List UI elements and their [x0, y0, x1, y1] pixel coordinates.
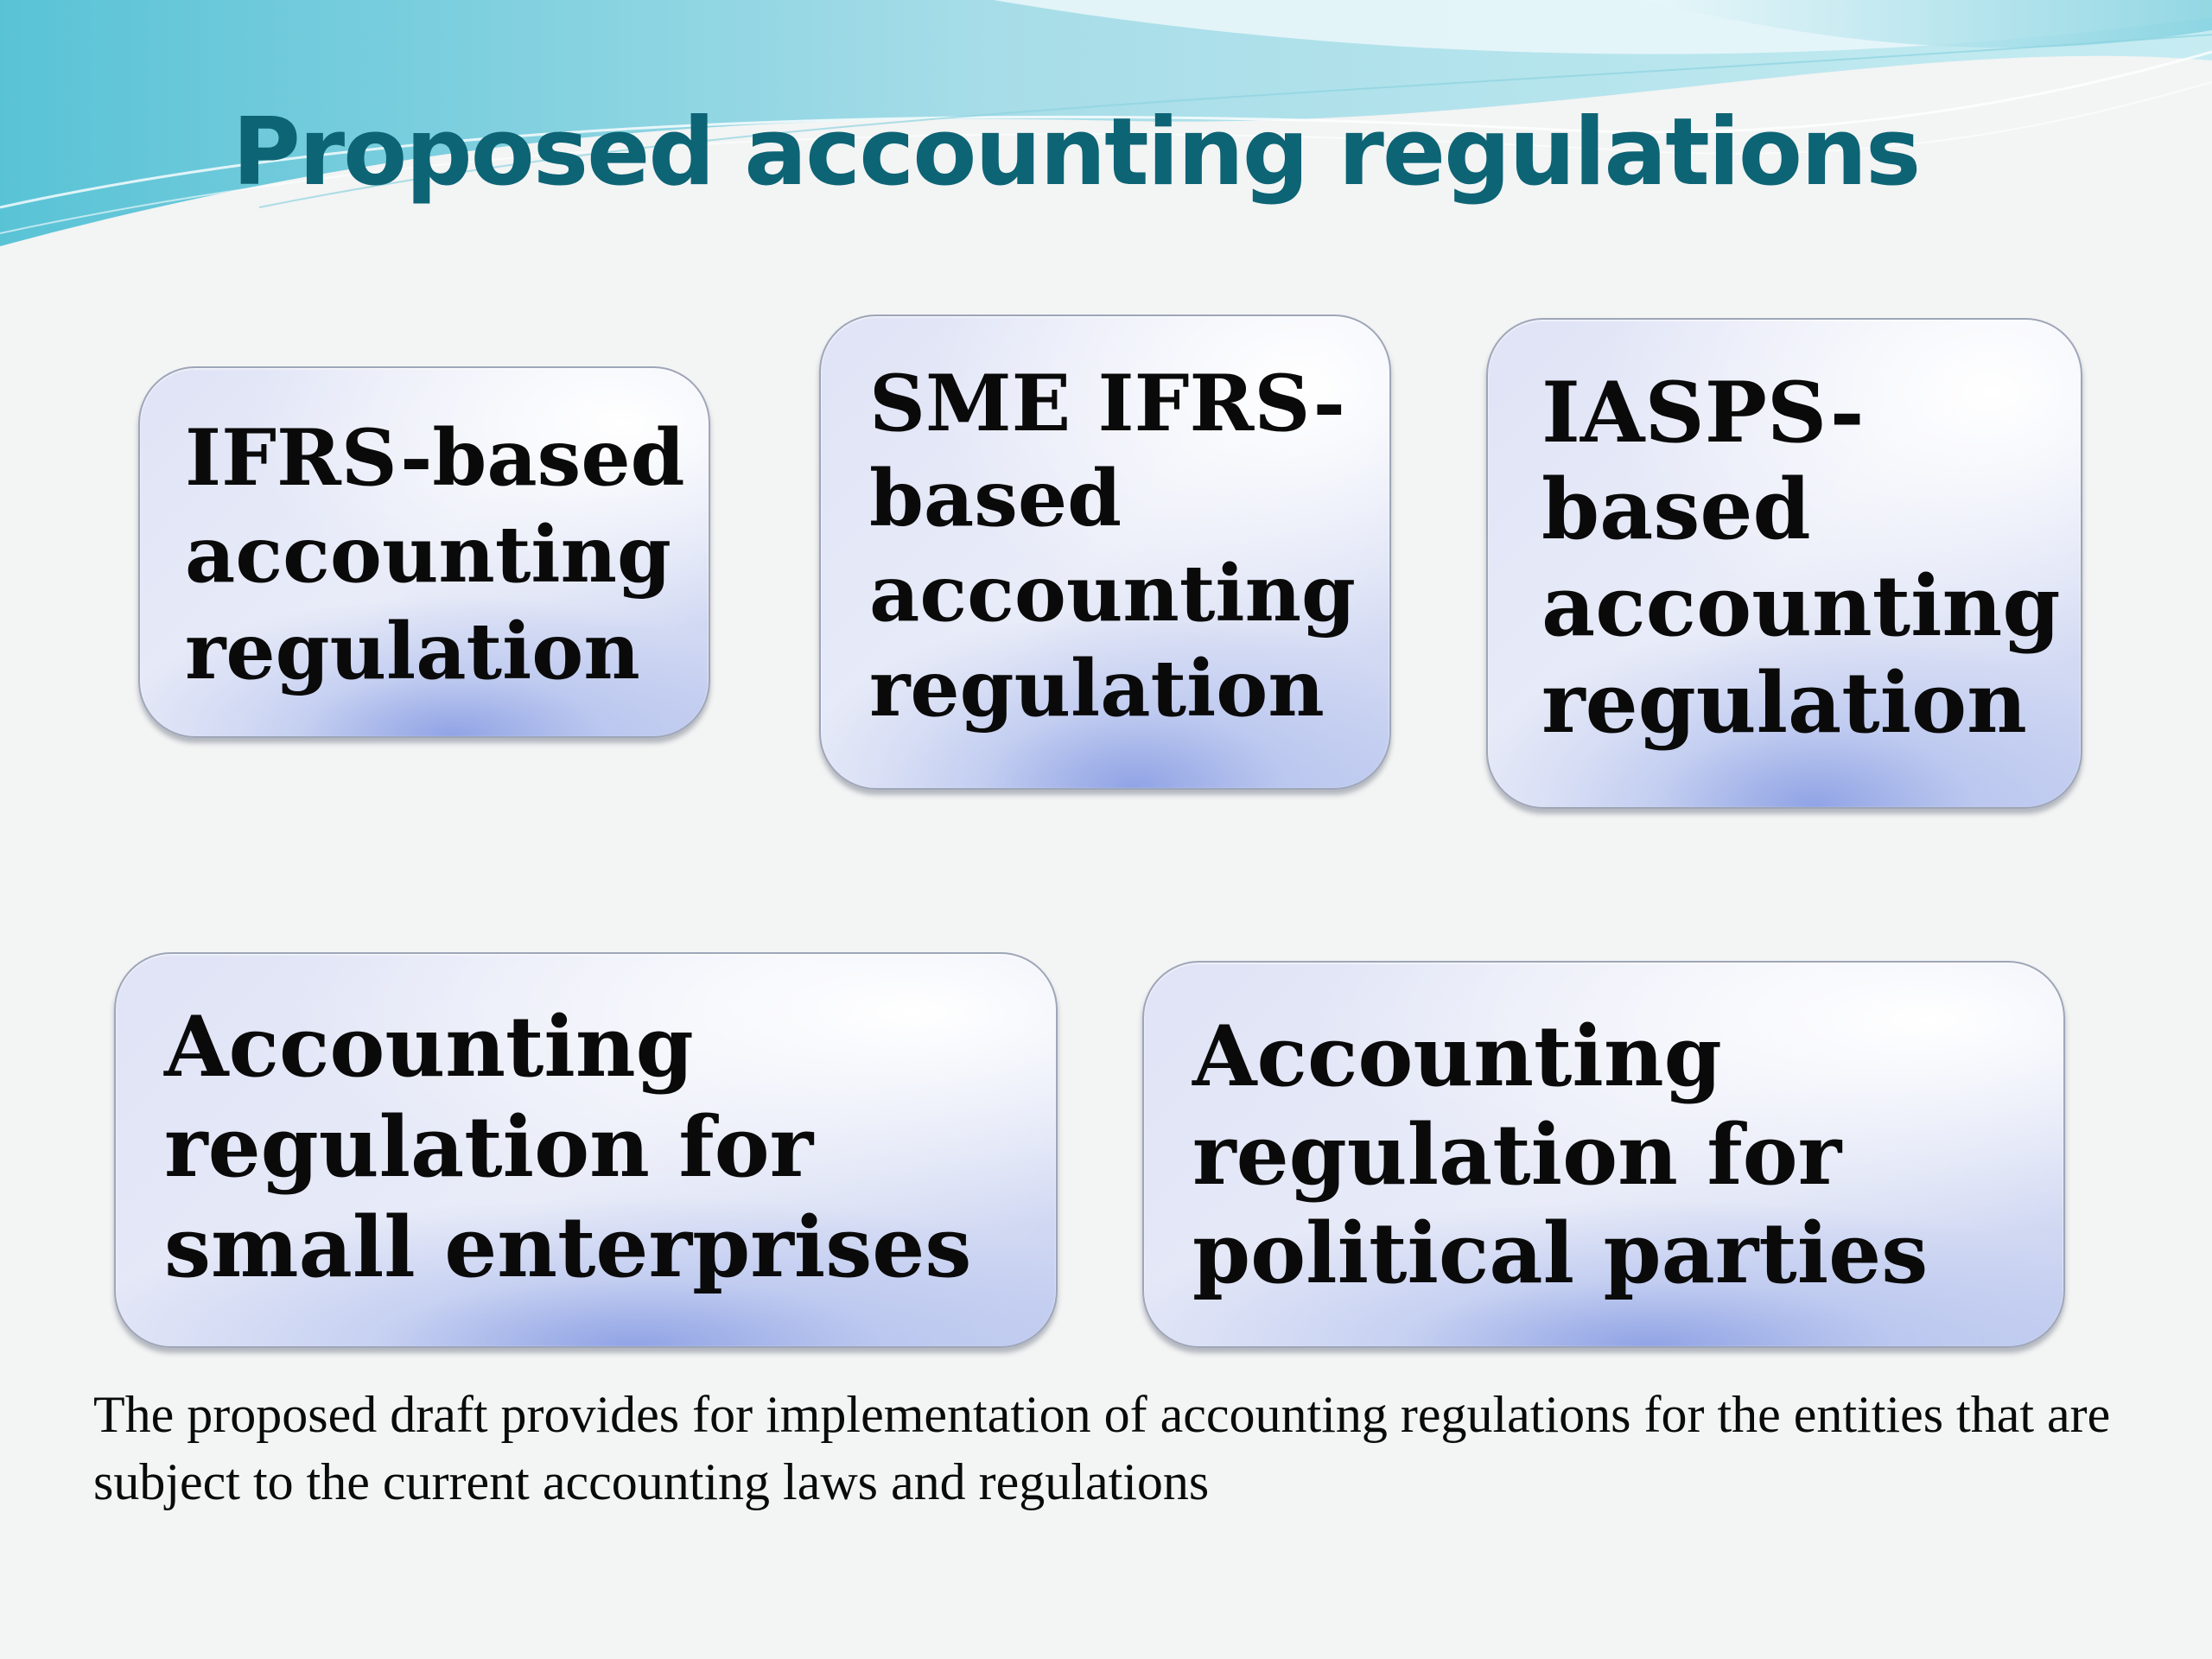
box-iasps-based-regulation: IASPS- based accounting regulation — [1486, 318, 2082, 809]
box-political-parties-regulation: Accounting regulation for political part… — [1142, 961, 2065, 1348]
box-small-enterprises-regulation: Accounting regulation for small enterpri… — [114, 952, 1058, 1348]
box-ifrs-based-regulation: IFRS-based accounting regulation — [138, 366, 710, 738]
box-label: IFRS-based accounting regulation — [185, 412, 685, 697]
box-label: Accounting regulation for political part… — [1192, 1007, 1929, 1302]
box-label: Accounting regulation for small enterpri… — [164, 998, 972, 1296]
slide-title: Proposed accounting regulations — [232, 99, 1922, 207]
decorative-wave-header — [0, 0, 2212, 246]
box-label: SME IFRS- based accounting regulation — [869, 358, 1356, 734]
box-sme-ifrs-based-regulation: SME IFRS- based accounting regulation — [819, 315, 1391, 790]
slide-caption: The proposed draft provides for implemen… — [93, 1386, 2111, 1510]
box-label: IASPS- based accounting regulation — [1541, 364, 2061, 752]
